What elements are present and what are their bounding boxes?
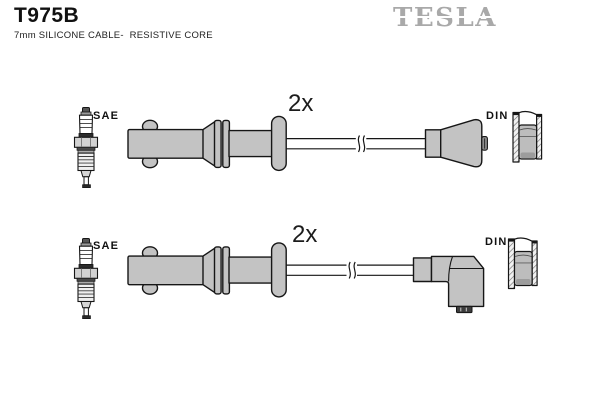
straight-boot-icon xyxy=(127,242,287,298)
cone-boot-icon xyxy=(424,118,488,168)
brand-logo-stripe xyxy=(391,15,495,19)
row2-din-label: DIN xyxy=(485,236,508,248)
cable-line xyxy=(286,138,426,150)
cable-break-icon xyxy=(346,261,357,280)
row1-din-label: DIN xyxy=(486,110,509,122)
page-title: T975B xyxy=(14,4,80,27)
straight-boot-icon xyxy=(127,115,287,172)
din-socket-icon xyxy=(512,110,543,163)
brand-logo: TESLA xyxy=(391,4,495,32)
page-subtitle: 7mm SILICONE CABLE- RESISTIVE CORE xyxy=(14,30,213,41)
row1-sae-label: SAE xyxy=(93,110,120,122)
row2-quantity-label: 2x xyxy=(292,221,318,248)
din-socket-icon xyxy=(507,237,538,290)
elbow-boot-icon xyxy=(412,255,485,314)
row2-sae-label: SAE xyxy=(93,240,120,252)
row1-quantity-label: 2x xyxy=(288,90,314,117)
cable-break-icon xyxy=(355,134,367,153)
